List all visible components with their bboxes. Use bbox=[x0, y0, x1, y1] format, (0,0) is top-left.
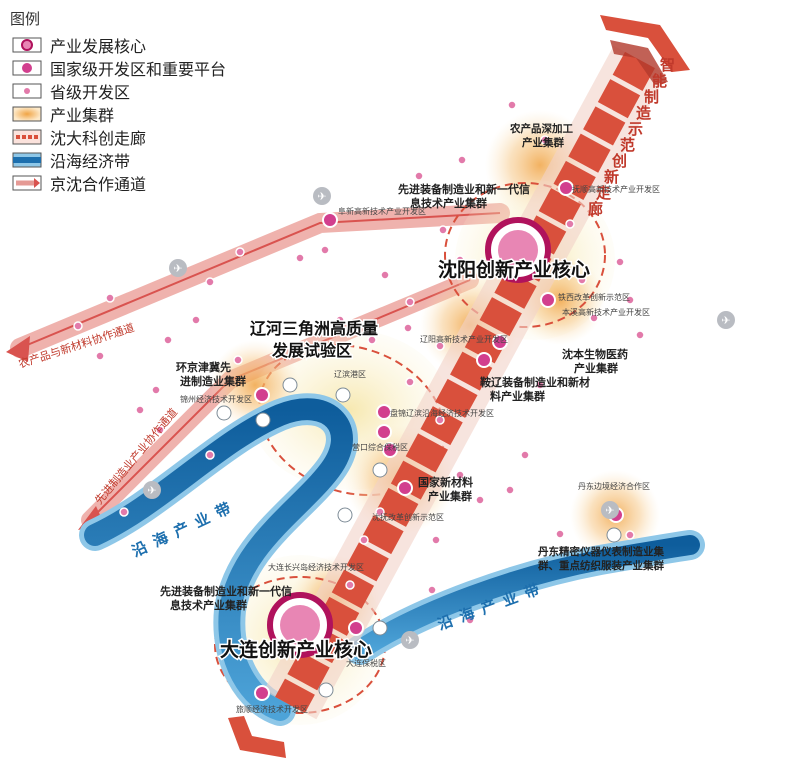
svg-text:✈: ✈ bbox=[605, 504, 614, 517]
legend-label: 京沈合作通道 bbox=[50, 174, 147, 194]
cluster-sy-equip-label: 先进装备制造业和新一代信息技术产业集群 bbox=[398, 182, 530, 210]
zone-fushun-label: 抚顺高新技术产业开发区 bbox=[572, 184, 660, 194]
cluster-icon bbox=[10, 105, 44, 123]
cluster-liaojiang-label: 鞍辽装备制造业和新材料产业集群 bbox=[480, 375, 590, 403]
provincial-zone-icon bbox=[10, 82, 44, 100]
national-zone-icon bbox=[10, 59, 44, 77]
svg-text:✈: ✈ bbox=[173, 262, 182, 275]
zone-shenfu-label: 沈抚改革创新示范区 bbox=[372, 512, 444, 522]
legend-item-corridor: 沈大科创走廊 bbox=[10, 125, 330, 148]
legend-label: 国家级开发区和重要平台 bbox=[50, 59, 227, 79]
dalian-core-label: 大连创新产业核心 bbox=[220, 638, 372, 661]
coastal-belt-west bbox=[79, 393, 358, 726]
channel-icon bbox=[10, 174, 44, 192]
cluster-dl-equip-label: 先进装备制造业和新一代信息技术产业集群 bbox=[160, 584, 292, 612]
cluster-bio-label: 沈本生物医药产业集群 bbox=[562, 347, 628, 375]
legend-item-cluster: 产业集群 bbox=[10, 102, 330, 125]
agri-channel bbox=[6, 203, 510, 362]
coastal-belt-icon bbox=[10, 151, 44, 169]
zone-benxi-label: 本溪高新技术产业开发区 bbox=[562, 307, 650, 317]
legend-label: 省级开发区 bbox=[50, 82, 131, 102]
svg-text:✈: ✈ bbox=[405, 634, 414, 647]
corridor-label: 智能制造示范创新走廊 bbox=[588, 56, 675, 218]
zone-anshan-label: 辽阳高新技术产业开发区 bbox=[420, 334, 508, 344]
coastal-belt-east bbox=[345, 530, 705, 665]
core-symbol-icon bbox=[10, 36, 44, 54]
svg-text:✈: ✈ bbox=[317, 190, 326, 203]
zone-jinzhou-label: 锦州经济技术开发区 bbox=[180, 394, 252, 404]
svg-text:✈: ✈ bbox=[147, 484, 156, 497]
provincial-zone-dots bbox=[73, 100, 645, 625]
liaohe-zone-label: 辽河三角洲高质量 发展试验区 bbox=[250, 319, 384, 360]
zone-yingkou-label: 营口综合保税区 bbox=[352, 442, 408, 452]
legend-label: 沿海经济带 bbox=[50, 151, 131, 171]
zone-lvshun-label: 旅顺经济技术开发区 bbox=[236, 704, 308, 714]
shenyang-core-label: 沈阳创新产业核心 bbox=[438, 258, 590, 281]
zone-port-label: 辽滨港区 bbox=[334, 369, 366, 379]
national-zone-dots bbox=[254, 180, 624, 701]
airport-icons bbox=[143, 187, 735, 649]
sheda-corridor bbox=[228, 15, 690, 758]
cluster-agri-deep-label: 农产品深加工产业集群 bbox=[509, 122, 573, 149]
svg-text:✈: ✈ bbox=[721, 314, 730, 327]
zone-panjin-label: 盘锦辽滨沿海经济技术开发区 bbox=[390, 408, 494, 418]
zone-dalian-jinpu-label: 大连长兴岛经济技术开发区 bbox=[268, 562, 364, 572]
zone-dalian-bonded-label: 大连保税区 bbox=[346, 658, 386, 668]
zone-tiexi-label: 铁西改革创新示范区 bbox=[558, 292, 630, 302]
cluster-huanjin-label: 环京津冀先进制造业集群 bbox=[176, 360, 246, 388]
port-icons bbox=[216, 377, 622, 698]
zone-fuxin-label: 阜新高新技术产业开发区 bbox=[338, 206, 426, 216]
legend-label: 沈大科创走廊 bbox=[50, 128, 147, 148]
legend-item-national: 国家级开发区和重要平台 bbox=[10, 56, 330, 79]
legend-label: 产业发展核心 bbox=[50, 36, 147, 56]
corridor-icon bbox=[10, 128, 44, 146]
legend-label: 产业集群 bbox=[50, 105, 115, 125]
airport-glyphs: ✈ ✈ ✈ ✈ ✈ ✈ bbox=[147, 190, 730, 647]
dalian-core-symbol[interactable] bbox=[267, 592, 333, 658]
legend-item-core: 产业发展核心 bbox=[10, 33, 330, 56]
cluster-dandong-label: 丹东精密仪器仪表制造业集群、重点纺织服装产业集群 bbox=[538, 545, 664, 572]
cluster-newmat-label: 国家新材料产业集群 bbox=[418, 475, 473, 503]
legend: 图例 产业发展核心 国家级开发区和重要平台 省级开发区 产业集群 沈大科创走廊 bbox=[10, 8, 330, 194]
shenyang-core-symbol[interactable] bbox=[485, 217, 551, 283]
legend-item-provincial: 省级开发区 bbox=[10, 79, 330, 102]
legend-title: 图例 bbox=[10, 10, 41, 28]
legend-item-channel: 京沈合作通道 bbox=[10, 171, 330, 194]
legend-item-coastal: 沿海经济带 bbox=[10, 148, 330, 171]
zone-dandong-label: 丹东边境经济合作区 bbox=[578, 481, 650, 491]
